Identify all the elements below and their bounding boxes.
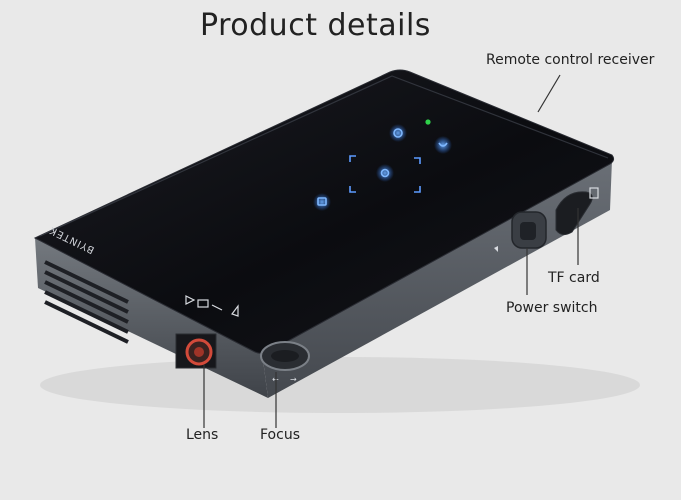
- power-switch: [494, 211, 547, 252]
- back-touch-icon: [393, 128, 403, 138]
- menu-touch-icon: [317, 197, 327, 206]
- ok-touch-icon: [380, 168, 390, 178]
- callout-power-switch: Power switch: [506, 300, 598, 316]
- home-touch-icon: [438, 142, 448, 147]
- remote-receiver-leader: [537, 74, 561, 113]
- ventilation-grille: [44, 260, 129, 344]
- port-icons: [185, 295, 239, 317]
- dpad-touch-frame: [349, 155, 421, 193]
- projector-lens: [175, 333, 217, 369]
- status-led: [425, 119, 431, 125]
- page-title: Product details: [200, 8, 431, 43]
- tf-card-slot: [555, 187, 599, 236]
- callout-focus: Focus: [260, 427, 300, 443]
- callout-lines: [203, 74, 579, 428]
- focus-wheel: ← →: [260, 341, 310, 384]
- svg-text:→: →: [290, 375, 297, 384]
- callout-tf-card: TF card: [548, 270, 600, 286]
- callout-remote-control-receiver: Remote control receiver: [486, 52, 655, 68]
- touch-control-buttons: [313, 119, 452, 211]
- device-shadow: [40, 357, 640, 413]
- callout-lens: Lens: [186, 427, 219, 443]
